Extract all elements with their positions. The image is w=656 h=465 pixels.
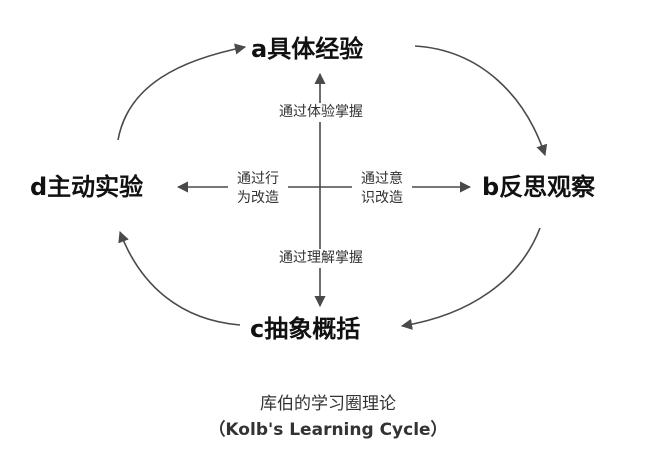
label-transform-by-action: 通过行 为改造 (228, 170, 288, 208)
arc-d-to-a-arrow (117, 43, 247, 141)
label-left-line1: 通过行 (237, 171, 279, 187)
stage-a-concrete-experience: a具体经验 (251, 35, 364, 63)
arc-b-to-c-arrow (400, 227, 541, 330)
stage-d-active-experimentation: d主动实验 (30, 173, 144, 201)
label-grasp-by-experience: 通过体验掌握 (270, 103, 372, 122)
label-right-line2: 识改造 (361, 190, 403, 206)
arc-a-to-b-arrow (414, 45, 548, 157)
diagram-subtitle: （Kolb's Learning Cycle） (208, 420, 448, 440)
label-left-line2: 为改造 (237, 190, 279, 206)
diagram-title: 库伯的学习圈理论 (260, 394, 396, 414)
stage-c-abstract-conceptualization: c抽象概括 (250, 315, 361, 343)
label-grasp-by-understanding: 通过理解掌握 (270, 249, 372, 268)
stage-b-reflective-observation: b反思观察 (482, 173, 596, 201)
arc-c-to-d-arrow (118, 230, 241, 326)
label-transform-by-reflection: 通过意 识改造 (352, 170, 412, 208)
label-right-line1: 通过意 (361, 171, 403, 187)
